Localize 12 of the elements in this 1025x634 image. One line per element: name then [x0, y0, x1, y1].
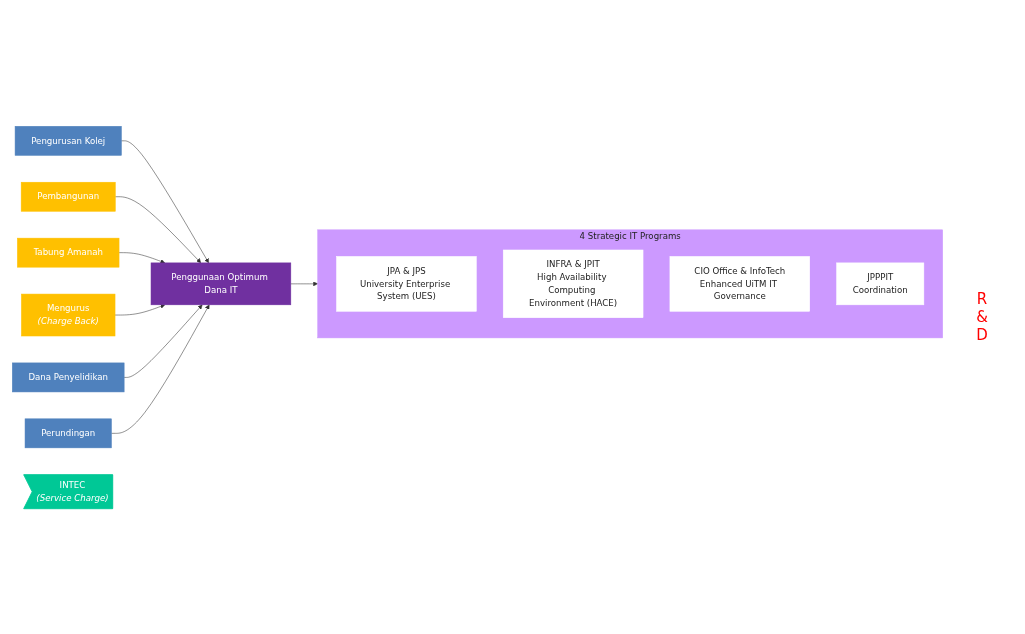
node-box: Dana Penyelidikan: [12, 362, 125, 392]
node-box: Tabung Amanah: [17, 237, 120, 267]
side-label: R & D: [976, 290, 988, 344]
node-box: JPA & JPS University Enterprise System (UES): [336, 255, 477, 312]
node-box: Pembangunan: [20, 181, 116, 212]
node-box: Penggunaan Optimum Dana IT: [150, 262, 292, 305]
node-box: Pengurusan Kolej: [14, 125, 122, 156]
node-box: Mengurus (Charge Back): [21, 293, 116, 336]
node-box: JPPPIT Coordination: [836, 262, 925, 305]
node-box: Perundingan: [24, 418, 112, 448]
node-box: CIO Office & InfoTech Enhanced UiTM IT Governance: [669, 255, 810, 312]
node-box: INFRA & JPIT High Availability Computing Environment (HACE): [502, 249, 644, 318]
